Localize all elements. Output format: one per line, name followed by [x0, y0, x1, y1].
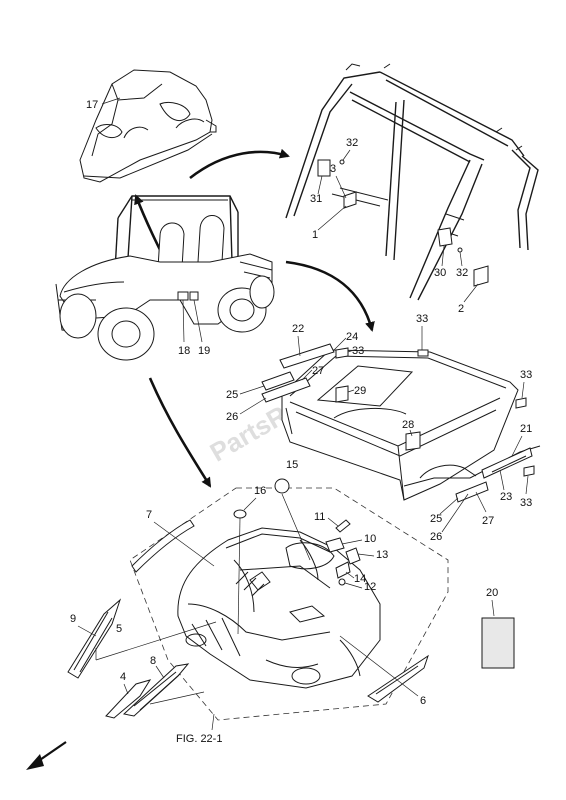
callout-33d: 33	[520, 497, 532, 509]
callout-26b: 26	[430, 531, 442, 543]
callout-12: 12	[364, 581, 376, 593]
part-16	[233, 509, 247, 519]
callout-3: 3	[330, 163, 336, 175]
part-15	[274, 478, 290, 494]
figure-reference: FIG. 22-1	[176, 733, 222, 745]
callout-27a: 27	[312, 365, 324, 377]
callout-4: 4	[120, 671, 126, 683]
callout-6: 6	[420, 695, 426, 707]
callout-8: 8	[150, 655, 156, 667]
callout-21: 21	[520, 423, 532, 435]
hood	[177, 527, 381, 689]
cargo-bed	[261, 343, 541, 503]
callout-14: 14	[354, 573, 366, 585]
part-14	[335, 561, 351, 579]
vehicle-overview	[55, 195, 275, 361]
callout-20: 20	[486, 587, 498, 599]
callout-33b: 33	[416, 313, 428, 325]
callout-19: 19	[198, 345, 210, 357]
callout-33a: 33	[352, 345, 364, 357]
callout-18: 18	[178, 345, 190, 357]
callout-2: 2	[458, 303, 464, 315]
stripe-8	[122, 663, 190, 717]
arrow-to-cargo-bed	[285, 260, 375, 332]
part-11	[335, 519, 351, 533]
dashboard-cover	[79, 69, 217, 183]
callout-26a: 26	[226, 411, 238, 423]
arrow-to-hood	[148, 377, 212, 488]
owners-label-20	[481, 617, 515, 669]
callout-24: 24	[346, 331, 358, 343]
arrow-to-rollcage	[189, 148, 290, 180]
callout-16: 16	[254, 485, 266, 497]
callout-5: 5	[116, 623, 122, 635]
callout-29: 29	[354, 385, 366, 397]
callout-28: 28	[402, 419, 414, 431]
stripe-7	[131, 519, 195, 573]
callout-27b: 27	[482, 515, 494, 527]
part-13	[345, 547, 361, 565]
callout-17: 17	[86, 99, 98, 111]
hood-assembly-boundary	[129, 487, 449, 721]
callout-30: 30	[434, 267, 446, 279]
callout-32b: 32	[456, 267, 468, 279]
callout-33c: 33	[520, 369, 532, 381]
callout-25a: 25	[226, 389, 238, 401]
callout-1: 1	[312, 229, 318, 241]
part-10	[325, 537, 345, 553]
stripe-4	[105, 679, 152, 719]
callout-22: 22	[292, 323, 304, 335]
front-direction-arrow	[26, 741, 67, 770]
callout-31: 31	[310, 193, 322, 205]
callout-7: 7	[146, 509, 152, 521]
callout-10: 10	[364, 533, 376, 545]
callout-13: 13	[376, 549, 388, 561]
callout-32a: 32	[346, 137, 358, 149]
callout-11: 11	[314, 511, 325, 523]
callout-15: 15	[286, 459, 298, 471]
callout-9: 9	[70, 613, 76, 625]
callout-25b: 25	[430, 513, 442, 525]
callout-23: 23	[500, 491, 512, 503]
part-12	[338, 578, 346, 586]
roll-cage	[285, 63, 539, 301]
